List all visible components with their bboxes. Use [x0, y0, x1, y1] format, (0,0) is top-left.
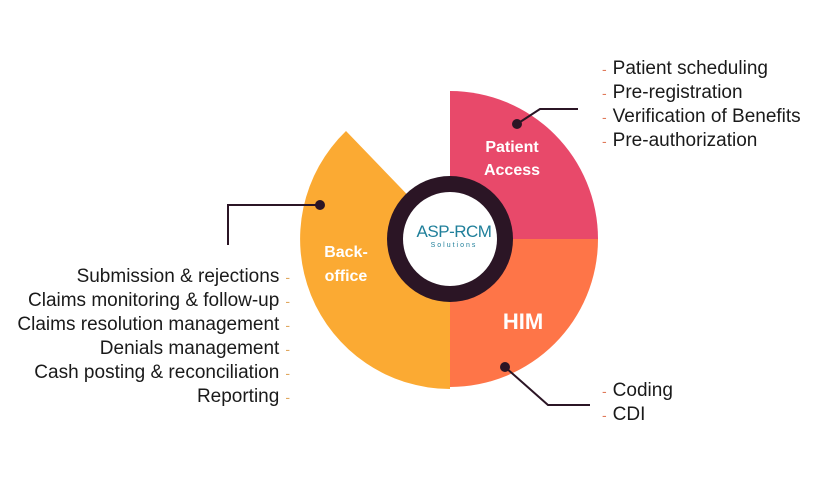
list-item: -Pre-registration	[602, 82, 743, 103]
patient-access-connector-dot	[512, 119, 522, 129]
him-connector-dot	[500, 362, 510, 372]
list-item: Denials management-	[99, 338, 290, 359]
him-connector	[504, 366, 590, 406]
back-office-connector-dot	[315, 200, 325, 210]
back-office-connector	[227, 204, 320, 245]
logo-text: ASP-RCM	[416, 222, 492, 241]
him-label: HIM	[503, 309, 543, 334]
list-item: -Coding	[602, 380, 673, 401]
list-item: Reporting-	[196, 386, 290, 407]
patient-access-connector	[516, 108, 578, 125]
patient-access-list: -Patient scheduling -Pre-registration -V…	[596, 57, 801, 153]
list-item: Submission & rejections-	[76, 266, 290, 287]
back-office-label-line2: office	[325, 268, 368, 285]
asp-rcm-logo: ASP-RCM Solutions	[409, 208, 499, 268]
logo-subtext: Solutions	[430, 242, 478, 249]
back-office-list: Submission & rejections- Claims monitori…	[17, 265, 296, 409]
center-logo-disc	[403, 192, 497, 286]
patient-access-label-line1: Patient	[485, 139, 539, 156]
back-office-segment	[300, 131, 450, 389]
list-item: -CDI	[602, 404, 646, 425]
list-item: Cash posting & reconciliation-	[34, 362, 290, 383]
list-item: -Patient scheduling	[602, 58, 768, 79]
list-item: Claims resolution management-	[17, 314, 290, 335]
him-list: -Coding -CDI	[596, 379, 673, 427]
list-item: Claims monitoring & follow-up-	[28, 290, 290, 311]
back-office-label-line1: Back-	[324, 244, 368, 261]
list-item: -Verification of Benefits	[602, 106, 801, 127]
list-item: -Pre-authorization	[602, 130, 758, 151]
patient-access-label-line2: Access	[484, 162, 540, 179]
